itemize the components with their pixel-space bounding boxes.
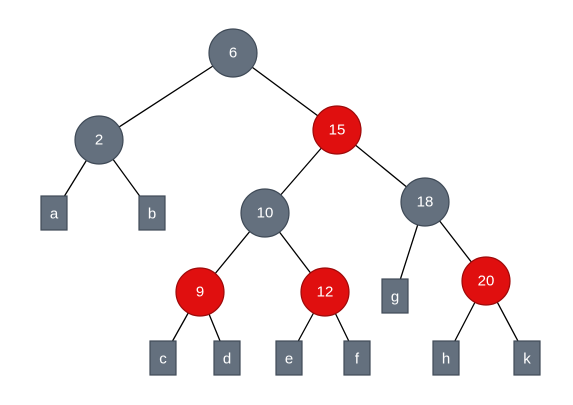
leaf-box (275, 340, 303, 376)
tree-edges (53, 52, 528, 359)
node-key-label: 9 (196, 284, 204, 301)
node-key-label: 2 (95, 132, 103, 149)
black-node-circle (208, 28, 258, 78)
node-key-label: 20 (478, 273, 495, 290)
black-node-circle (240, 188, 290, 238)
leaf-label: f (355, 351, 360, 368)
leaf-k: k (513, 340, 541, 376)
leaf-label: b (148, 206, 156, 223)
leaf-a: a (40, 195, 68, 231)
leaf-box (432, 340, 460, 376)
red-node-circle (300, 267, 350, 317)
leaf-box (513, 340, 541, 376)
tree-node-6: 6 (208, 28, 258, 78)
leaf-box (40, 195, 68, 231)
red-node-circle (461, 256, 511, 306)
tree-node-9: 9 (175, 267, 225, 317)
node-key-label: 12 (317, 284, 334, 301)
leaf-c: c (149, 340, 177, 376)
leaf-box (381, 278, 409, 314)
red-node-circle (312, 105, 362, 155)
tree-node-20: 20 (461, 256, 511, 306)
leaf-h: h (432, 340, 460, 376)
leaf-f: f (343, 340, 371, 376)
tree-node-12: 12 (300, 267, 350, 317)
tree-node-18: 18 (400, 177, 450, 227)
leaf-label: g (391, 289, 399, 306)
black-node-circle (400, 177, 450, 227)
tree-node-2: 2 (74, 115, 124, 165)
leaf-box (343, 340, 371, 376)
leaf-label: a (50, 206, 59, 223)
tree-leaves: a b c d e f g h k (40, 195, 541, 376)
tree-node-10: 10 (240, 188, 290, 238)
leaf-box (149, 340, 177, 376)
black-node-circle (74, 115, 124, 165)
leaf-label: c (159, 351, 167, 368)
node-key-label: 15 (329, 122, 346, 139)
tree-edge-n6-n2 (98, 52, 234, 141)
node-key-label: 6 (229, 45, 237, 62)
leaf-label: h (442, 351, 450, 368)
tree-node-15: 15 (312, 105, 362, 155)
leaf-label: e (285, 351, 293, 368)
leaf-b: b (138, 195, 166, 231)
leaf-box (213, 340, 241, 376)
leaf-box (138, 195, 166, 231)
node-key-label: 18 (417, 194, 434, 211)
node-key-label: 10 (257, 205, 274, 222)
leaf-label: d (223, 351, 231, 368)
red-node-circle (175, 267, 225, 317)
leaf-label: k (523, 351, 531, 368)
leaf-g: g (381, 278, 409, 314)
leaf-e: e (275, 340, 303, 376)
leaf-d: d (213, 340, 241, 376)
tree-nodes: 6 2 15 10 18 9 12 20 (74, 28, 511, 317)
